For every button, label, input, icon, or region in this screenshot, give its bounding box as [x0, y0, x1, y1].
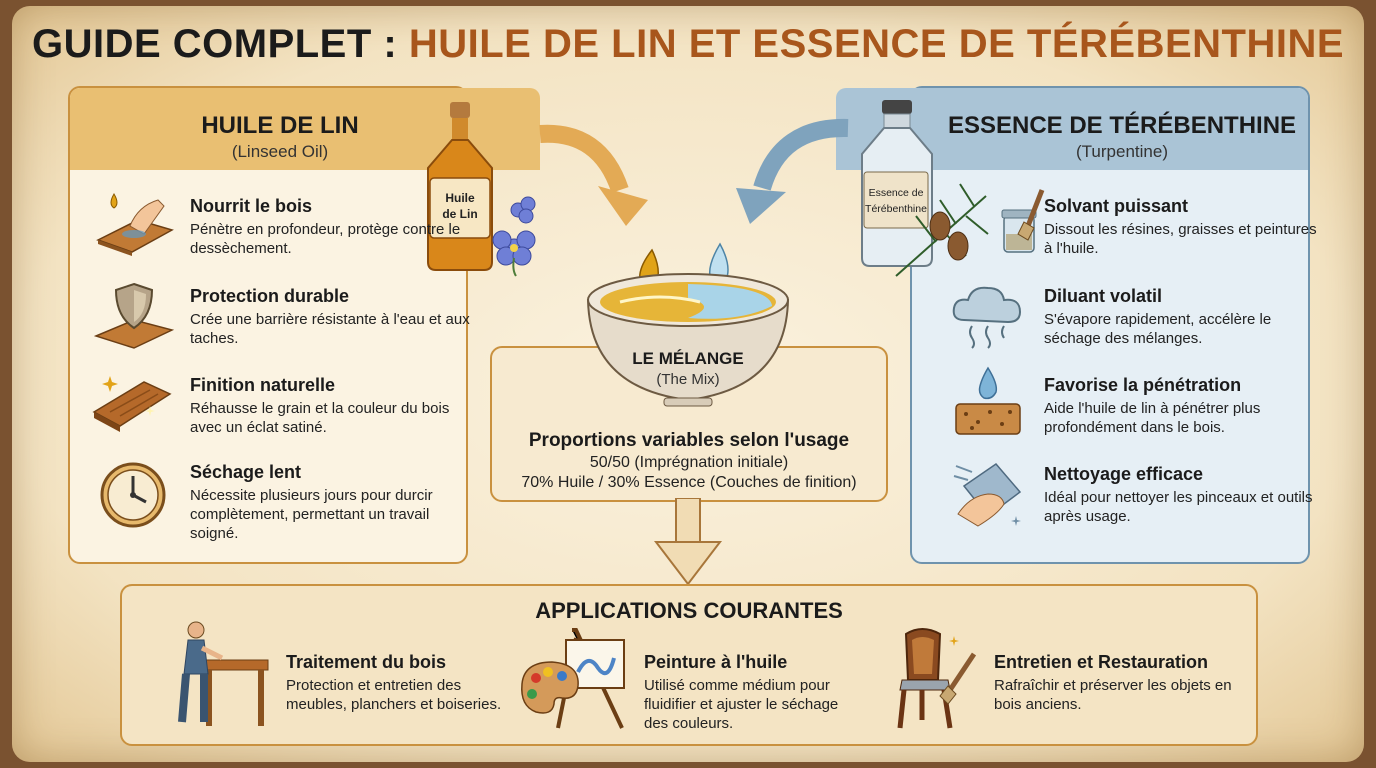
linseed-item-2: Protection durable Crée une barrière rés… [190, 286, 470, 348]
turpentine-subtitle: (Turpentine) [1076, 142, 1168, 161]
app-item-2: Peinture à l'huile Utilisé comme médium … [644, 652, 864, 733]
shield-icon [94, 282, 174, 349]
cloud-icon [952, 286, 1022, 349]
cleaning-hand-icon [953, 463, 1022, 527]
applications-title: APPLICATIONS COURANTES [535, 598, 843, 623]
app-item-3-heading: Entretien et Restauration [994, 652, 1209, 672]
app-item-1: Traitement du bois Protection et entreti… [286, 652, 506, 714]
app-item-3: Entretien et Restauration Rafraîchir et … [994, 652, 1234, 714]
page-title: GUIDE COMPLET : HUILE DE LIN ET ESSENCE … [0, 22, 1376, 67]
svg-text:de Lin: de Lin [442, 207, 477, 221]
linseed-oil-title: HUILE DE LIN [201, 112, 359, 139]
arrow-left-to-mix-icon [539, 124, 648, 226]
mixing-bowl-icon: LE MÉLANGE (The Mix) [586, 242, 790, 407]
mix-title: LE MÉLANGE [632, 349, 743, 368]
turpentine-item-3-heading: Favorise la pénétration [1044, 375, 1242, 395]
turpentine-item-4: Nettoyage efficace Idéal pour nettoyer l… [1044, 464, 1324, 526]
woodworker-icon [178, 621, 269, 726]
turpentine-bottle-icon: Essence de Térébenthine [861, 100, 989, 277]
proportions-heading: Proportions variables selon l'usage [528, 430, 850, 451]
linseed-item-2-heading: Protection durable [190, 286, 350, 306]
linseed-item-1-heading: Nourrit le bois [190, 196, 313, 216]
app-item-3-desc: Rafraîchir et préserver les objets en bo… [994, 677, 1232, 713]
chair-brush-icon [897, 628, 977, 729]
arrow-down-icon [653, 498, 723, 586]
turpentine-item-2-heading: Diluant volatil [1044, 286, 1163, 306]
applications-panel: APPLICATIONS COURANTES [120, 584, 1258, 746]
svg-text:Térébenthine: Térébenthine [865, 203, 927, 215]
proportion-line-2: 70% Huile / 30% Essence (Couches de fini… [521, 474, 857, 491]
linseed-item-3-desc: Réhausse le grain et la couleur du bois … [190, 400, 450, 436]
app-item-1-desc: Protection et entretien des meubles, pla… [286, 677, 502, 713]
linseed-item-2-desc: Crée une barrière résistante à l'eau et … [190, 311, 470, 347]
clock-icon [100, 462, 166, 528]
turpentine-item-1: Solvant puissant Dissout les résines, gr… [1044, 196, 1324, 258]
turpentine-item-4-desc: Idéal pour nettoyer les pinceaux et outi… [1044, 489, 1313, 525]
palette-easel-icon [521, 628, 625, 729]
linseed-item-1: Nourrit le bois Pénètre en profondeur, p… [190, 196, 470, 258]
proportion-line-1: 50/50 (Imprégnation initiale) [589, 454, 789, 471]
turpentine-title: ESSENCE DE TÉRÉBENTHINE [947, 112, 1297, 139]
turpentine-item-3: Favorise la pénétration Aide l'huile de … [1044, 375, 1324, 437]
linseed-item-4-desc: Nécessite plusieurs jours pour durcir co… [190, 487, 433, 542]
linseed-item-4-heading: Séchage lent [190, 462, 302, 482]
turpentine-item-3-desc: Aide l'huile de lin à pénétrer plus prof… [1044, 400, 1261, 436]
linseed-item-1-desc: Pénètre en profondeur, protège contre le… [190, 221, 461, 257]
linseed-item-3: Finition naturelle Réhausse le grain et … [190, 375, 470, 437]
mix-subtitle: (The Mix) [656, 371, 719, 388]
hand-wood-icon [96, 193, 174, 256]
turpentine-item-2: Diluant volatil S'évapore rapidement, ac… [1044, 286, 1324, 348]
linseed-bottle-icon: Huile de Lin [427, 102, 536, 277]
title-part-1: GUIDE COMPLET : [31, 22, 398, 66]
jar-brush-icon [1001, 189, 1045, 253]
turpentine-item-4-heading: Nettoyage efficace [1044, 464, 1204, 484]
arrow-right-to-mix-icon [736, 118, 849, 224]
turpentine-item-1-desc: Dissout les résines, graisses et peintur… [1044, 221, 1317, 257]
wood-plank-icon [92, 376, 172, 432]
linseed-item-3-heading: Finition naturelle [190, 375, 336, 395]
app-item-2-heading: Peinture à l'huile [644, 652, 788, 672]
app-item-2-desc: Utilisé comme médium pour fluidifier et … [644, 677, 839, 732]
drop-wood-icon [955, 366, 1021, 435]
linseed-item-4: Séchage lent Nécessite plusieurs jours p… [190, 462, 470, 543]
svg-text:Essence de: Essence de [869, 187, 924, 199]
title-part-2: HUILE DE LIN ET ESSENCE DE TÉRÉBENTHINE [408, 22, 1345, 66]
app-item-1-heading: Traitement du bois [286, 652, 447, 672]
turpentine-item-2-desc: S'évapore rapidement, accélère le séchag… [1044, 311, 1272, 347]
svg-text:Huile: Huile [445, 191, 475, 205]
linseed-oil-subtitle: (Linseed Oil) [231, 142, 329, 161]
turpentine-item-1-heading: Solvant puissant [1044, 196, 1189, 216]
